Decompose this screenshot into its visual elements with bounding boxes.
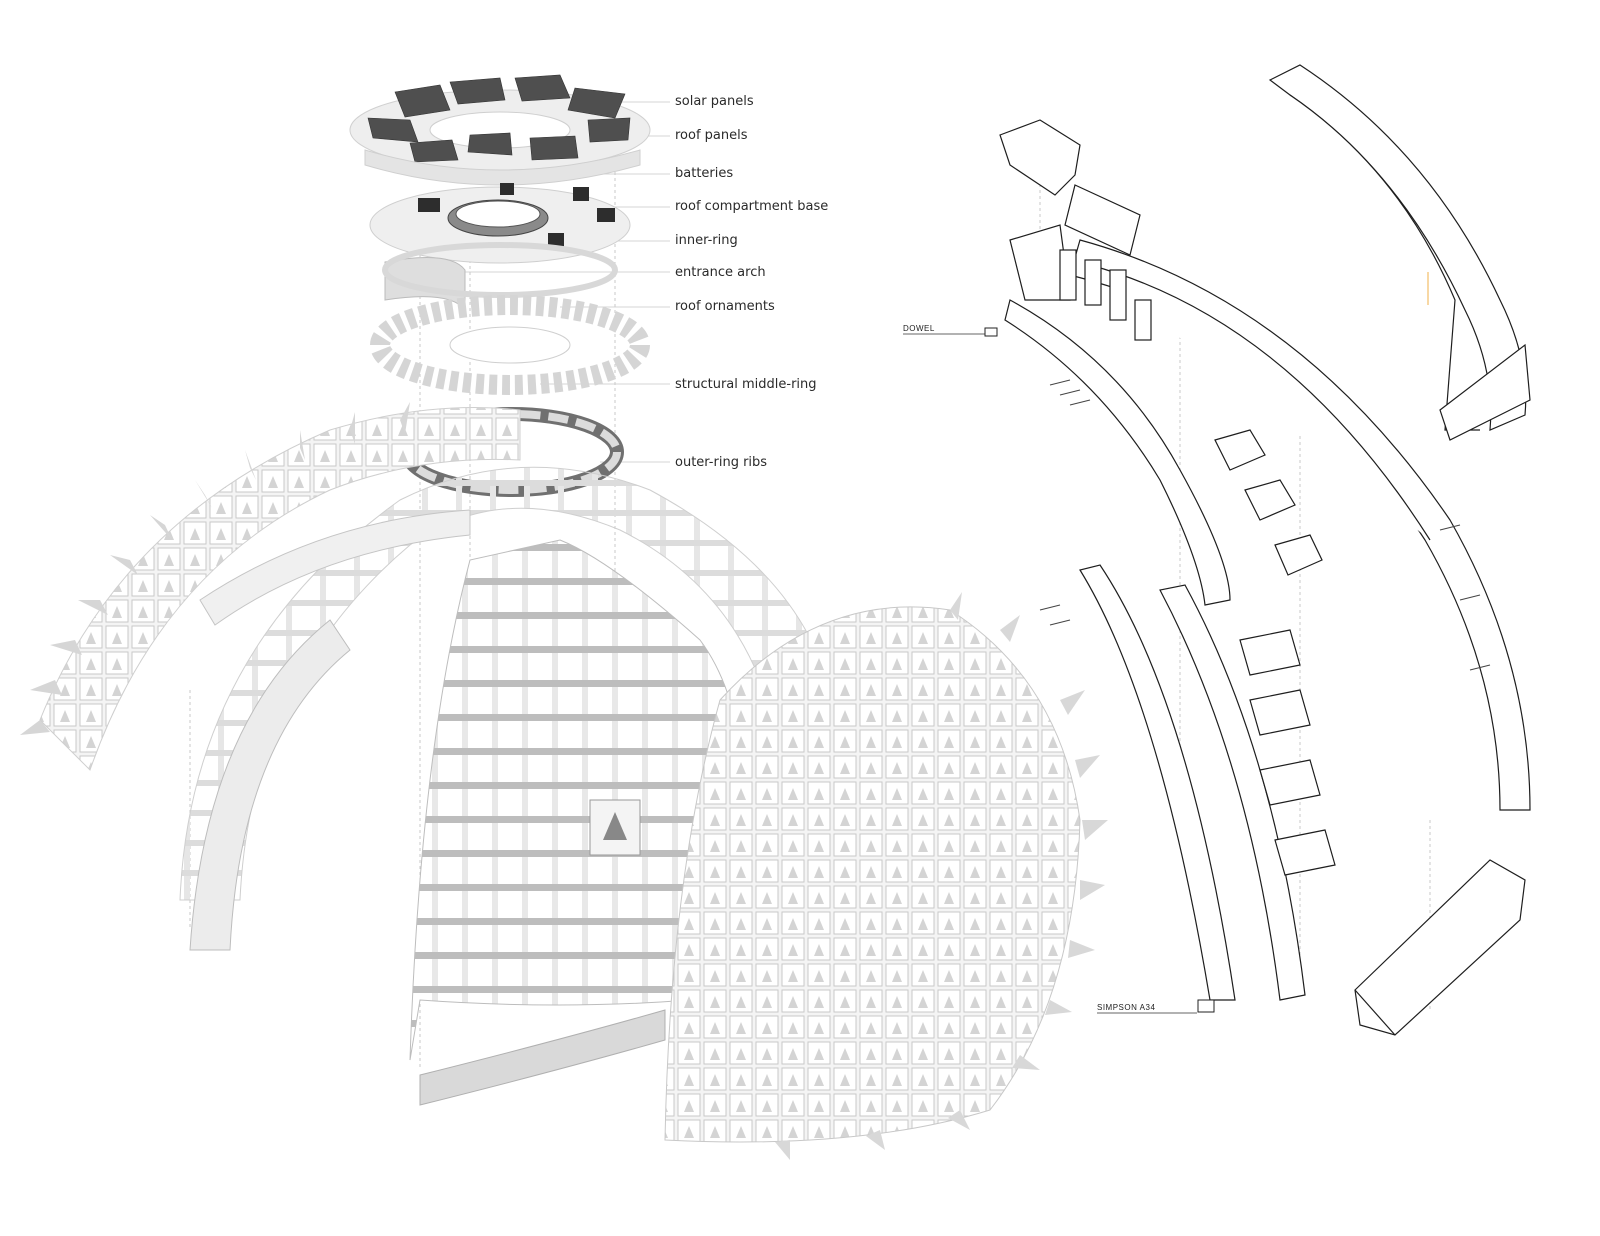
structural-frame-dome [409, 539, 746, 1106]
outer-shell-left [20, 402, 521, 771]
rib-bolts [1039, 379, 1491, 671]
label-inner-ring: inner-ring [675, 233, 738, 248]
label-entrance-arch: entrance arch [675, 265, 766, 280]
label-batteries: batteries [675, 166, 734, 181]
label-roof-ornaments: roof ornaments [675, 299, 775, 314]
roof-compartment-layer [369, 183, 631, 264]
label-solar-panels: solar panels [675, 94, 754, 109]
label-outer-ring-ribs: outer-ring ribs [675, 455, 768, 470]
roof-panels-layer [364, 149, 641, 186]
dowel-part [984, 327, 998, 337]
callout-simpson-a34: SIMPSON A34 [1097, 1003, 1156, 1012]
label-structural-middle-ring: structural middle-ring [675, 377, 817, 392]
roof-ornaments-layer [370, 295, 650, 395]
label-roof-compartment-base: roof compartment base [675, 199, 829, 214]
entrance-arch-layer [382, 242, 618, 312]
outer-shell-right [664, 592, 1108, 1160]
label-roof-panels: roof panels [675, 128, 748, 143]
callout-dowel: DOWEL [903, 324, 935, 333]
simpson-bracket [1197, 999, 1215, 1013]
solar-panels-layer [349, 74, 651, 171]
rib-assembly-drawing [999, 64, 1531, 1036]
